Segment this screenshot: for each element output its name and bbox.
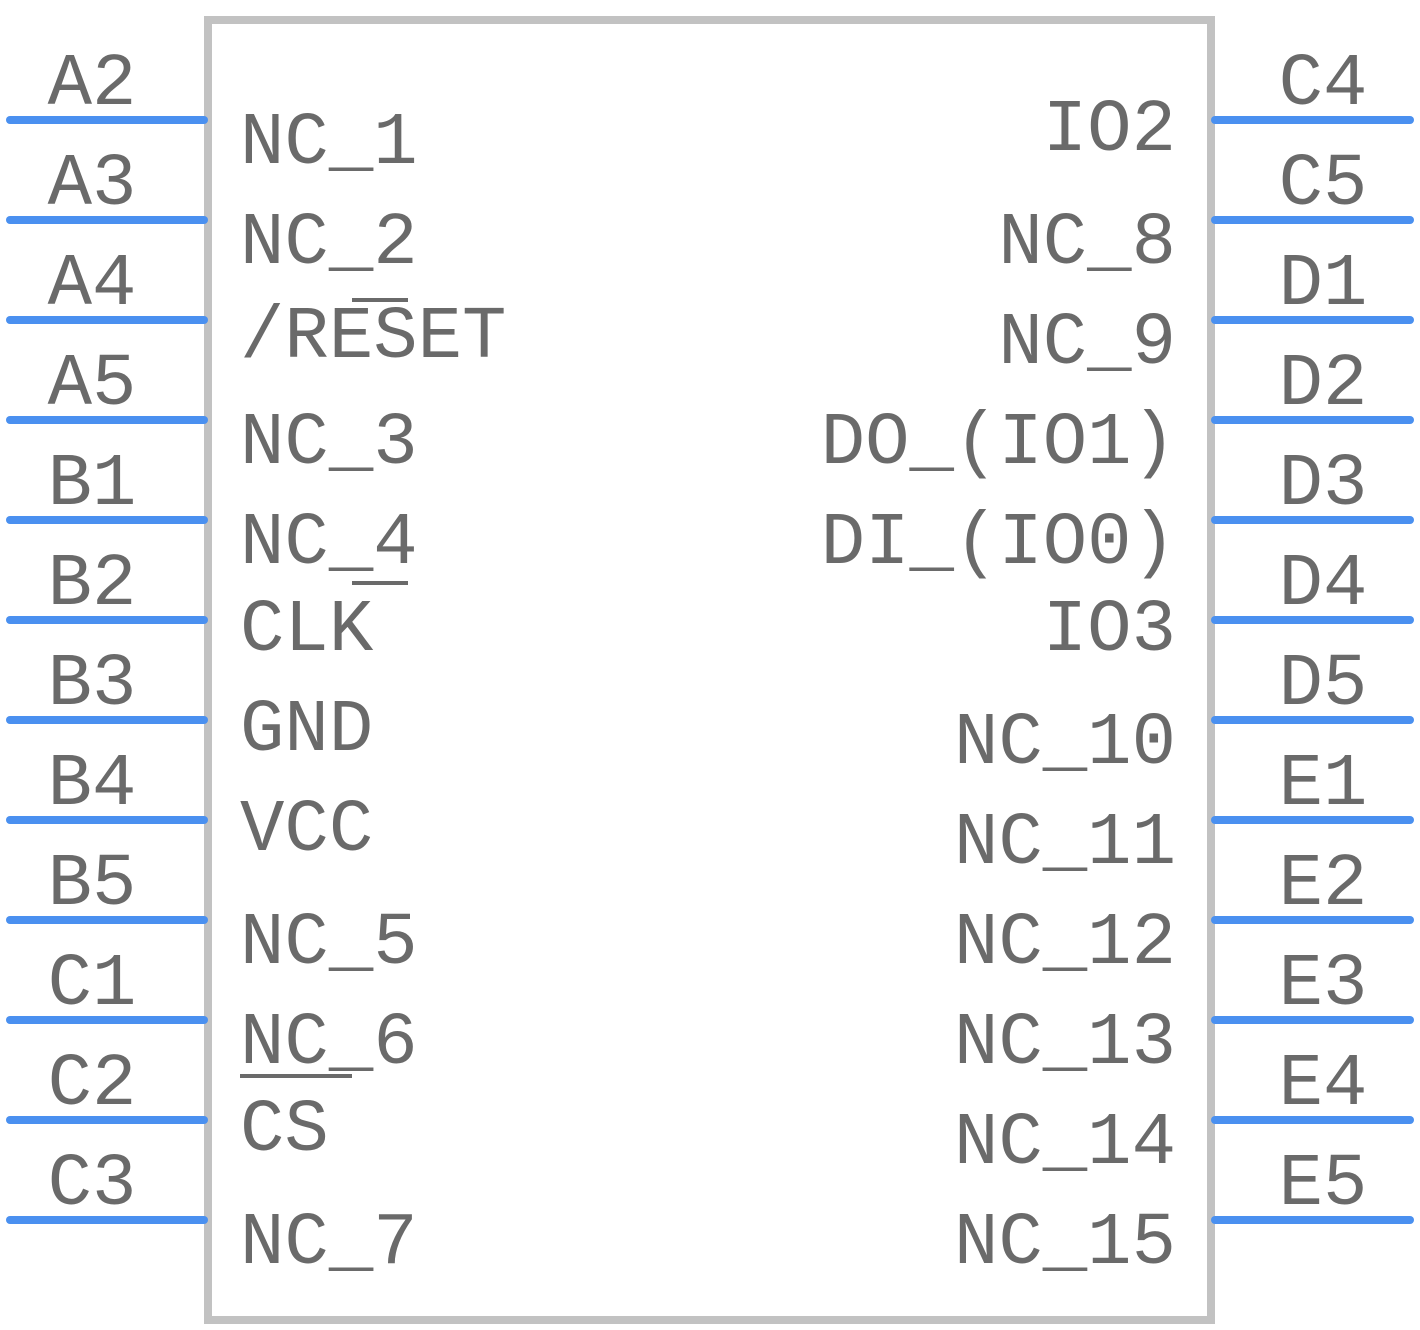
pin-number-e1: E1 <box>1279 743 1368 827</box>
pin-name-b4: VCC <box>240 789 373 873</box>
pin-number-c4: C4 <box>1279 43 1368 127</box>
pin-number-b3: B3 <box>48 643 137 727</box>
pin-number-e2: E2 <box>1279 843 1368 927</box>
pin-name-c1: NC_6 <box>240 1002 418 1086</box>
pin-name-e2: NC_12 <box>954 902 1176 986</box>
pin-name-e3: NC_13 <box>954 1002 1176 1086</box>
pin-number-b5: B5 <box>48 843 137 927</box>
pin-name-a2: NC_1 <box>240 102 418 186</box>
pin-number-d2: D2 <box>1279 343 1368 427</box>
pin-name-e1: NC_11 <box>954 802 1176 886</box>
pin-name-c5: NC_8 <box>998 202 1176 286</box>
pin-name-e4: NC_14 <box>954 1102 1176 1186</box>
pin-number-b2: B2 <box>48 543 137 627</box>
pin-name-d1: NC_9 <box>998 302 1176 386</box>
pin-name-d4: IO3 <box>1043 589 1176 673</box>
pin-a4: A4/RESET <box>6 243 506 380</box>
pin-name-b5: NC_5 <box>240 902 418 986</box>
ic-body-outline <box>204 16 1215 1324</box>
pin-name-c4: IO2 <box>1043 89 1176 173</box>
pin-name-b3: GND <box>240 689 373 773</box>
pin-name-a4: /RESET <box>240 296 506 380</box>
pin-number-c1: C1 <box>48 943 137 1027</box>
pin-name-c3: NC_7 <box>240 1202 418 1286</box>
pin-number-a3: A3 <box>48 143 137 227</box>
pin-number-c5: C5 <box>1279 143 1368 227</box>
pin-name-b2: CLK <box>240 589 374 673</box>
pin-number-a2: A2 <box>48 43 137 127</box>
pin-number-a5: A5 <box>48 343 137 427</box>
pin-number-b4: B4 <box>48 743 137 827</box>
pin-name-d2: DO_(IO1) <box>821 402 1176 486</box>
pin-name-d3: DI_(IO0) <box>821 502 1176 586</box>
pin-number-a4: A4 <box>48 243 137 327</box>
pin-number-d5: D5 <box>1279 643 1368 727</box>
pin-name-c2: CS <box>240 1089 329 1173</box>
pin-layer: A2NC_1A3NC_2A4/RESETA5NC_3B1NC_4B2CLKB3G… <box>6 43 1414 1286</box>
pin-number-d3: D3 <box>1279 443 1368 527</box>
pin-number-c2: C2 <box>48 1043 137 1127</box>
pin-number-b1: B1 <box>48 443 137 527</box>
pin-name-d5: NC_10 <box>954 702 1176 786</box>
pin-number-e5: E5 <box>1279 1143 1368 1227</box>
pin-name-a3: NC_2 <box>240 202 418 286</box>
pin-number-c3: C3 <box>48 1143 137 1227</box>
pin-number-e4: E4 <box>1279 1043 1368 1127</box>
pin-name-a5: NC_3 <box>240 402 418 486</box>
pin-number-d1: D1 <box>1279 243 1368 327</box>
pin-name-b1: NC_4 <box>240 502 418 586</box>
pin-number-e3: E3 <box>1279 943 1368 1027</box>
pin-number-d4: D4 <box>1279 543 1368 627</box>
pin-name-e5: NC_15 <box>954 1202 1176 1286</box>
